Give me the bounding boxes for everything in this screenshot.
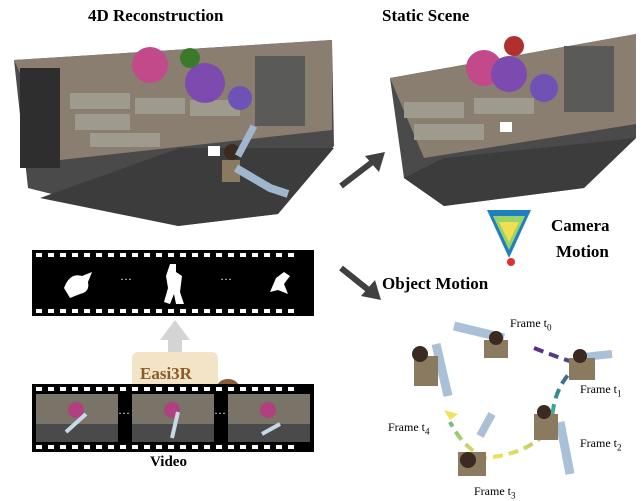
frame-label-t2: Frame t2 (580, 436, 622, 453)
arrow-icon (339, 152, 385, 189)
figure-t0 (452, 321, 508, 358)
mask-silhouette-3 (270, 272, 290, 294)
static-scene-title: Static Scene (382, 6, 470, 25)
mask-ellipsis-1: ··· (120, 272, 132, 286)
method-label: Easi3R (140, 364, 192, 383)
video-ellipsis-1: ··· (118, 406, 130, 420)
video-frame-2 (132, 394, 214, 442)
reconstruction-title: 4D Reconstruction (88, 6, 224, 25)
mask-ellipsis-2: ··· (220, 272, 232, 286)
person-figure (208, 124, 290, 198)
frame-label-t4: Frame t4 (388, 420, 430, 437)
video-film-strip: ··· ··· (32, 384, 314, 452)
camera-trajectory-icon (487, 210, 531, 266)
frame-label-t0: Frame t0 (510, 316, 552, 333)
mask-silhouette-1 (64, 272, 92, 298)
object-motion-image (412, 321, 613, 476)
object-motion-title: Object Motion (382, 274, 489, 293)
figure-t3 (458, 412, 496, 476)
figure-t1 (569, 349, 613, 380)
video-frame-1 (36, 394, 118, 442)
arrow-icon (339, 265, 381, 300)
camera-motion-label-line2: Motion (556, 242, 609, 261)
figure-t2 (534, 405, 575, 475)
mask-film-strip: ··· ··· (32, 250, 314, 316)
video-label: Video (150, 454, 187, 470)
mask-silhouette-2 (164, 264, 184, 304)
static-scene-image (390, 34, 636, 206)
reconstruction-image (14, 40, 334, 226)
video-frame-3 (228, 394, 310, 442)
camera-motion-label-line1: Camera (551, 216, 610, 235)
frame-label-t3: Frame t3 (474, 484, 516, 501)
frame-label-t1: Frame t1 (580, 382, 622, 399)
figure-t4 (412, 342, 453, 398)
video-ellipsis-2: ··· (214, 406, 226, 420)
